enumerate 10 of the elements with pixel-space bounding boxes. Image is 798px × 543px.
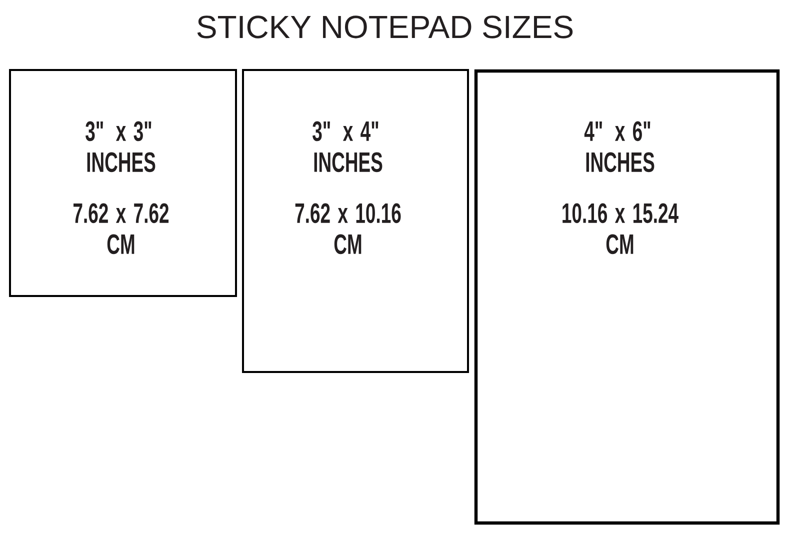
note-box bbox=[242, 69, 469, 373]
size-label: 10.16 x 15.24 CM bbox=[562, 203, 678, 254]
size-label: 4" x 6" INCHES bbox=[584, 121, 654, 172]
title: STICKY NOTEPAD SIZES bbox=[197, 16, 573, 38]
size-label: 7.62 x 10.16 CM bbox=[295, 203, 401, 254]
note-box bbox=[9, 69, 237, 297]
size-label: 3" x 3" INCHES bbox=[86, 121, 156, 172]
size-label: 7.62 x 7.62 CM bbox=[74, 203, 169, 254]
size-label: 3" x 4" INCHES bbox=[312, 121, 382, 172]
note-box bbox=[474, 69, 780, 525]
